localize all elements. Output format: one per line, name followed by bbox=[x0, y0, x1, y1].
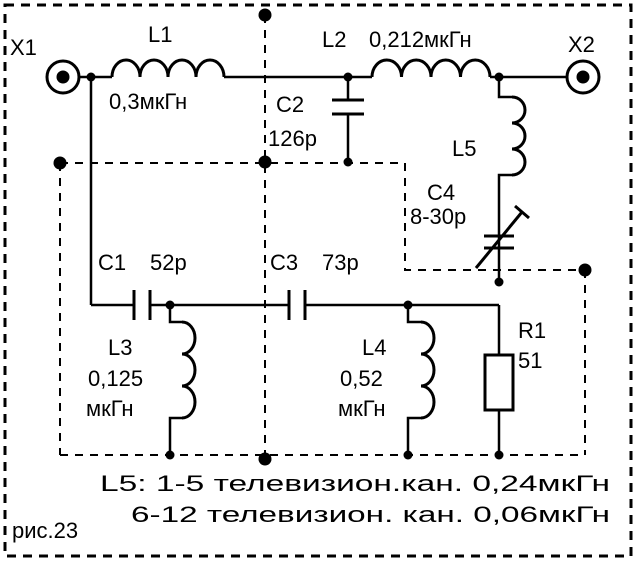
r1-value: 51 bbox=[518, 348, 542, 373]
l3-name: L3 bbox=[108, 335, 132, 360]
capacitor-c3-symbol bbox=[287, 290, 307, 320]
note-line-1: L5: 1-5 телевизион.кан. 0,24мкГн bbox=[100, 471, 610, 496]
c4-value: 8-30р bbox=[410, 204, 466, 229]
frame-junction-dots bbox=[53, 8, 592, 466]
c4-name: C4 bbox=[427, 180, 455, 205]
l1-value: 0,3мкГн bbox=[109, 89, 187, 114]
note-line-2: 6-12 телевизион. кан. 0,06мкГн bbox=[131, 502, 610, 527]
inductor-l2-coil bbox=[370, 58, 492, 78]
l4-value-line1: 0,52 bbox=[340, 366, 383, 391]
l2-name: L2 bbox=[322, 27, 346, 52]
l5-name: L5 bbox=[452, 136, 476, 161]
c2-value: 126р bbox=[268, 126, 317, 151]
inductor-l4-coil bbox=[420, 320, 436, 420]
c3-value: 73р bbox=[322, 250, 359, 275]
l2-value: 0,212мкГн bbox=[369, 27, 472, 52]
c2-name: C2 bbox=[276, 92, 304, 117]
capacitor-c1-symbol bbox=[132, 290, 152, 320]
outer-dashed-border bbox=[3, 3, 633, 558]
connector-x1-label: X1 bbox=[10, 35, 37, 60]
c3-name: C3 bbox=[270, 250, 298, 275]
inductor-l3-coil bbox=[181, 320, 197, 420]
variable-capacitor-c4-symbol bbox=[474, 204, 530, 269]
connector-x2-symbol bbox=[565, 59, 601, 95]
l3-value-line2: мкГн bbox=[86, 396, 134, 421]
c1-name: C1 bbox=[98, 250, 126, 275]
r1-name: R1 bbox=[518, 318, 546, 343]
capacitor-c2-symbol bbox=[332, 98, 364, 116]
l3-value-line1: 0,125 bbox=[88, 366, 143, 391]
connector-x2-label: X2 bbox=[568, 32, 595, 57]
resistor-r1-symbol bbox=[483, 353, 515, 412]
inductor-l1-coil bbox=[110, 58, 226, 78]
wiring bbox=[79, 75, 567, 455]
connector-x1-symbol bbox=[45, 59, 81, 95]
inductor-l5-coil bbox=[511, 95, 527, 177]
l4-value-line2: мкГн bbox=[338, 396, 386, 421]
wire-junction-dots bbox=[86, 72, 504, 460]
c1-value: 52р bbox=[150, 250, 187, 275]
l1-name: L1 bbox=[148, 22, 172, 47]
figure-label: рис.23 bbox=[12, 518, 78, 543]
l4-name: L4 bbox=[362, 335, 386, 360]
